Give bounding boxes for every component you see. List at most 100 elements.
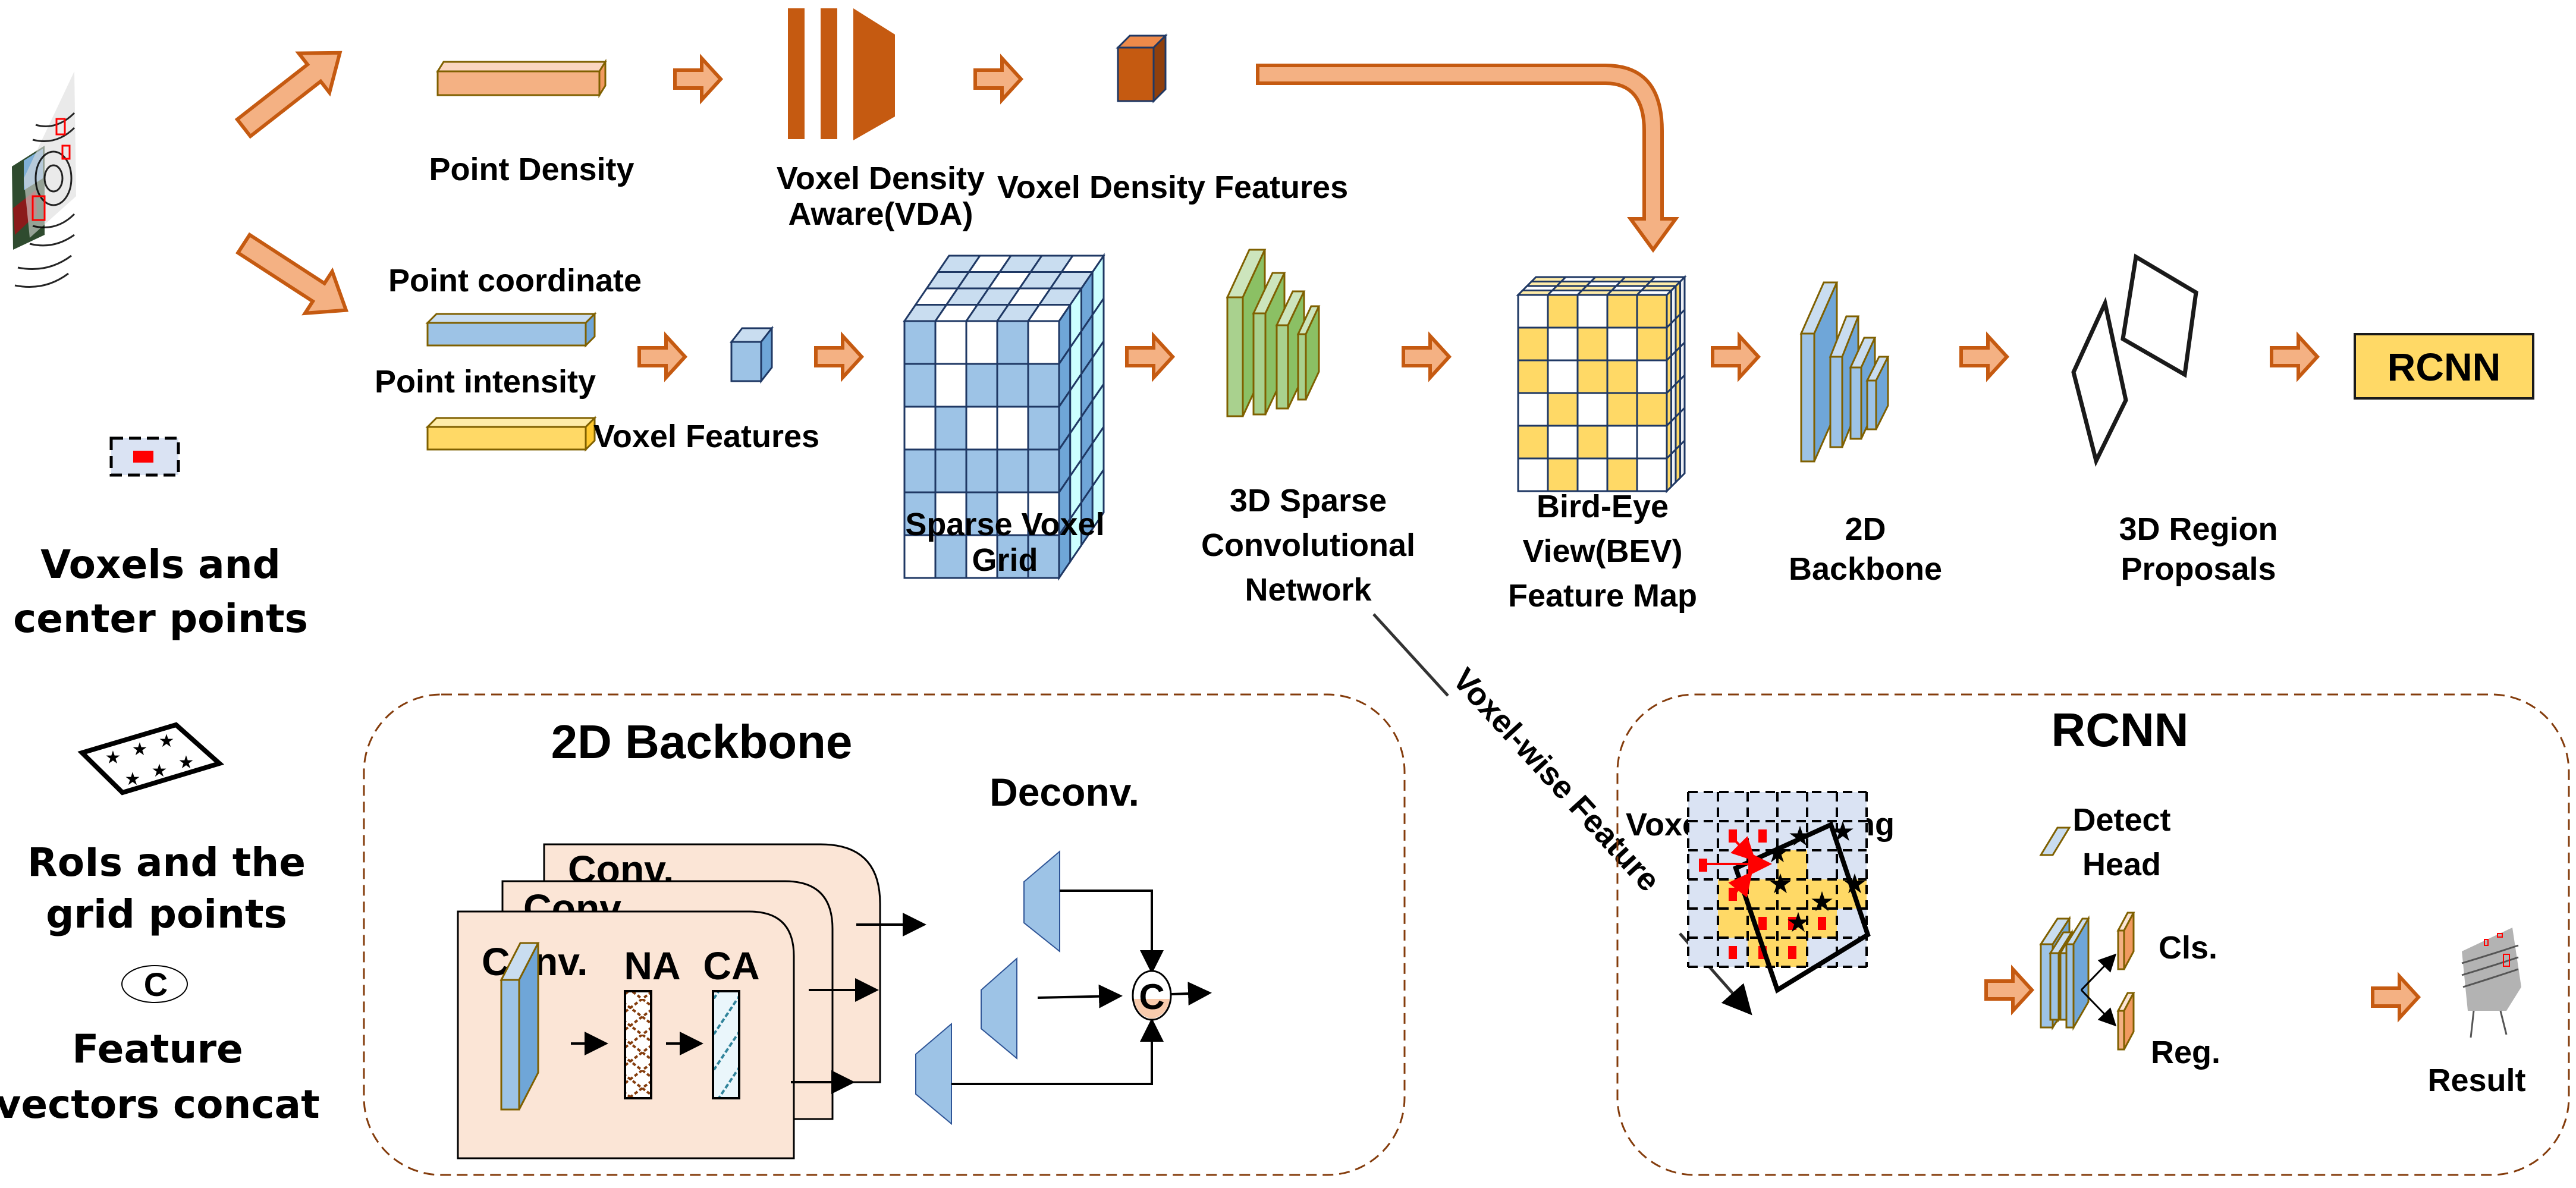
input-lidar-scene-image [12, 71, 76, 333]
deconv-block-1 [1023, 850, 1060, 953]
legend-star: ★ [159, 731, 175, 751]
arrow-vda-to-density-features [973, 54, 1024, 105]
grid-front-cell [903, 406, 937, 451]
na-label: NA [624, 944, 680, 988]
aggregation-arrow [1728, 871, 1752, 898]
deconv-label: Deconv. [989, 770, 1139, 814]
arrow-proposals-to-rcnn [2270, 331, 2320, 382]
point-density-bar [436, 58, 607, 99]
backbone-panel-title: 2D Backbone [551, 715, 853, 768]
deconv3-to-concat-line [951, 1018, 1164, 1085]
grid-front-cell [1606, 392, 1638, 427]
bev-label-line2: View(BEV) [1522, 533, 1682, 569]
vda-label-line1: Voxel Density [777, 161, 985, 196]
arrow-grid-to-sparse-conv [1125, 331, 1176, 382]
legend-star: ★ [125, 769, 141, 789]
grid-top-cell [1559, 276, 1598, 282]
grid-top-cell [1060, 254, 1105, 273]
grid-front-cell [934, 448, 967, 494]
grid-side-cell [1679, 438, 1686, 480]
grid-front-cell [1576, 326, 1609, 362]
bev-feature-map-grid [1516, 275, 1687, 494]
arrow-points-to-voxel-features [637, 331, 688, 382]
roi-grid-point-star: ★ [1810, 886, 1834, 917]
input-arrow-to-density [234, 51, 343, 139]
grid-front-cell [996, 363, 1029, 408]
point-density-label: Point Density [429, 152, 634, 187]
arrow-head-to-result [2371, 972, 2421, 1023]
na-block [624, 990, 652, 1099]
deconv-block-3 [915, 1022, 952, 1126]
grid-front-cell [1027, 448, 1060, 494]
arrow-roi-to-detect-head [1984, 964, 2035, 1016]
roi-grid-point-star: ★ [1786, 907, 1810, 938]
sparse-conv-label-line2: Convolutional [1201, 527, 1415, 563]
rcnn-panel-title: RCNN [2051, 703, 2188, 756]
roi-grid-point-star: ★ [1788, 821, 1812, 851]
grid-front-cell [965, 363, 998, 408]
detect-head-layers [2039, 826, 2090, 1031]
grid-front-cell [934, 491, 967, 536]
cls-label: Cls. [2159, 930, 2217, 966]
rcnn-box[interactable]: RCNN [2354, 333, 2534, 400]
grid-front-cell [934, 534, 967, 579]
aggregation-arrow [1730, 836, 1756, 862]
legend-roi-icon: ★ ★ ★ ★ ★ ★ [77, 722, 225, 796]
roi-grid-occupied-cell [1718, 909, 1748, 938]
voxel-density-feature-cube [1116, 33, 1168, 103]
voxel-center-point [1758, 829, 1767, 843]
grid-side-cell [1679, 307, 1686, 350]
head-to-reg-arrow [2080, 989, 2117, 1027]
curved-arrow-density-to-bev [1256, 64, 1679, 253]
roi-grid-occupied-cell [1777, 879, 1807, 909]
grid-side-cell [1679, 340, 1686, 382]
backbone-detail-panel: 2D Backbone Deconv. Conv. Conv. Conv. NA… [363, 693, 1406, 1176]
grid-front-cell [1517, 457, 1549, 492]
legend-concat-line1: Feature [72, 1026, 243, 1072]
grid-front-cell [1576, 359, 1609, 394]
grid-front-cell [1636, 294, 1668, 329]
roi-grid-point-star: ★ [1765, 837, 1789, 868]
deconv1-to-concat-line [1060, 890, 1164, 974]
legend-concat-symbol: C [144, 966, 168, 1003]
voxel-center-point [1729, 946, 1737, 959]
legend-star: ★ [105, 748, 121, 768]
grid-front-cell [1636, 457, 1668, 492]
arrow-bev-to-backbone [1711, 331, 1761, 382]
grid-front-cell [1517, 294, 1549, 329]
roi-grid-point-star: ★ [1830, 816, 1855, 847]
vda-module [788, 8, 895, 140]
voxel-roi-pooling-grid: ★★★★★★★ [1687, 791, 1871, 994]
grid-front-cell [934, 320, 967, 365]
grid-front-cell [996, 320, 1029, 365]
grid-front-cell [1027, 534, 1060, 579]
grid-front-cell [1027, 363, 1060, 408]
grid-side-cell [1679, 406, 1686, 448]
grid-front-cell [1576, 425, 1609, 460]
grid-side-cell [1091, 467, 1105, 532]
grid-front-cell [1547, 359, 1579, 394]
grid-front-cell [1517, 326, 1549, 362]
grid-front-cell [1606, 294, 1638, 329]
grid-front-cell [903, 534, 937, 579]
grid-top-cell [1648, 276, 1687, 282]
voxel-features-label: Voxel Features [593, 419, 819, 454]
sparse-conv-label-line1: 3D Sparse [1230, 483, 1387, 518]
rcnn-detail-panel: RCNN Voxel RoI pooling ★★★★★★★ Detect He… [1616, 693, 2570, 1176]
grid-front-cell [903, 491, 937, 536]
voxel-wise-feature-label: Voxel-wise Feature [1446, 662, 1667, 898]
reg-label: Reg. [2151, 1035, 2220, 1070]
voxel-center-point [1758, 917, 1767, 930]
grid-front-cell [965, 406, 998, 451]
rcnn-box-label: RCNN [2387, 345, 2501, 389]
region-proposal-boxes [2071, 253, 2198, 467]
roi-box [1733, 821, 1871, 994]
grid-front-cell [1517, 392, 1549, 427]
grid-front-cell [1636, 326, 1668, 362]
grid-front-cell [1547, 326, 1579, 362]
legend-rois-line1: RoIs and the [27, 840, 306, 885]
voxel-center-point [1788, 917, 1796, 930]
grid-front-cell [1636, 392, 1668, 427]
grid-front-cell [1576, 294, 1609, 329]
